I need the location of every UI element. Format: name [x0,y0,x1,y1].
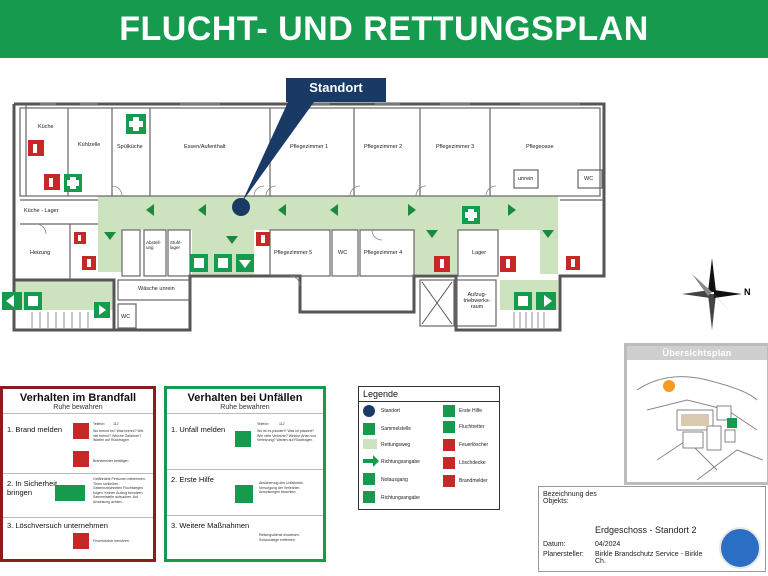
accident-behavior-panel: Verhalten bei Unfällen Ruhe bewahren 1. … [164,386,326,562]
accident-phone-label: Telefon: [257,422,270,426]
fire-panel-title: Verhalten im Brandfall [19,392,137,404]
accident-step-3: 3. Weitere Maßnahmen [171,521,250,530]
room-label-wc-mid: WC [338,250,348,256]
fire-phone-label: Telefon: [93,422,106,426]
emergency-exit-icon [55,485,85,501]
elevator [421,281,453,325]
date-value: 04/2024 [595,541,621,548]
certification-seal-icon [719,527,761,569]
route-arrows [104,204,554,244]
room-label-lager: Lager [472,250,487,256]
standort-callout [232,78,386,216]
room-label-essen: Essen/Aufenthalt [184,144,226,150]
fire-alarm-icon [73,451,89,467]
date-label: Datum: [543,541,566,548]
escape-route [14,196,558,310]
phone-icon [73,423,89,439]
room-label-kueche-lager: Küche - Lager [24,208,59,214]
inner-walls [19,104,604,329]
legend-item: Erste Hilfe [459,408,483,414]
room-label-kueche: Küche [38,124,54,130]
room-label-unrein: unrein [518,176,534,182]
stairs [31,312,545,328]
door-arcs [35,185,497,287]
accident-step-2-text: Absicherung des Unfallortes. Versorgung … [259,481,304,494]
first-aid-icon [64,174,82,192]
legend-item: Feuerlöscher [459,442,489,448]
first-aid-icon [126,114,146,134]
room-label-pflege3: Pflegezimmer 3 [436,144,475,150]
room-label-wc2: WC [121,314,131,320]
fire-step-3: 3. Löschversuch unternehmen [7,521,108,530]
legend: Legende Standort Sammelstelle Rettungswe… [358,386,500,510]
legend-item: Löschdecke [459,460,486,466]
fire-step-2-text: Gefährdete Personen mitnehmen. Türen sch… [93,477,146,504]
object-value: Erdgeschoss - Standort 2 [595,525,697,535]
room-label-spuelkueche: Spülküche [117,144,143,150]
room-label-heizung: Heizung [30,250,51,256]
fire-step-3-text: Feuerlöscher benutzen [93,539,129,543]
fire-behavior-panel: Verhalten im Brandfall Ruhe bewahren 1. … [0,386,156,562]
map-signs [2,114,580,318]
room-label-pflegeoase: Pflegeoase [526,144,554,150]
overview-map [636,376,764,481]
legend-title: Legende [359,387,499,402]
legend-item: Fluchtretter [459,424,485,430]
accident-panel-subtitle: Ruhe bewahren [167,404,323,414]
fire-panel-subtitle: Ruhe bewahren [3,404,153,414]
first-aid-icon [235,485,253,503]
room-label-abstellung: Abstell-ung [146,240,162,250]
fire-step-1-text: Wo brennt es? Was brennt? Wie viel brenn… [93,429,144,442]
fire-step-2: 2. In Sicherheit bringen [7,479,58,497]
fire-extinguisher-icon [73,533,89,549]
room-label-pflege2: Pflegezimmer 2 [364,144,403,150]
legend-item: Richtungsangabe [381,495,420,501]
room-label-kuehlzelle: Kühlzelle [78,142,101,148]
overview-title: Übersichtsplan [627,346,767,360]
accident-phone-number: 112 [279,422,285,426]
plan-title: FLUCHT- UND RETTUNGSPLAN [0,0,768,58]
fire-step-1: 1. Brand melden [7,425,63,434]
room-label-aufzug: Aufzug-triebwerks-raum [463,292,491,310]
accident-step-2: 2. Erste Hilfe [171,475,214,484]
legend-item: Notausgang [381,477,408,483]
plan-info-box: Bezeichnung des Objekts: Erdgeschoss - S… [538,486,766,572]
room-label-pflege1: Pflegezimmer 1 [290,144,329,150]
standort-label: Standort [309,80,363,95]
fire-melder-text: Brandmelder betätigen [93,459,129,463]
accident-step-3-text: Rettungsdienst einweisen. Schaulustige e… [259,533,300,542]
room-label-pflege4: Pflegezimmer 4 [364,250,403,256]
fire-extinguisher-symbol [33,144,575,268]
first-aid-icon [462,206,480,224]
legend-item: Brandmelder [459,478,488,484]
room-label-waesche: Wäsche unrein [138,286,175,292]
legend-item: Sammelstelle [381,426,412,432]
legend-item: Richtungsangabe [381,459,420,465]
legend-item: Rettungsweg [381,442,411,448]
fire-phone-number: 112 [113,422,119,426]
fire-extinguisher-icon [28,140,580,272]
compass-icon [682,258,742,330]
planner-label: Planersteller: [543,551,584,558]
emergency-exit-icon [2,254,556,318]
accident-panel-title: Verhalten bei Unfällen [187,392,303,404]
compass-north: N [744,287,751,297]
accident-step-1-text: Wo ist es passiert? Was ist passiert? Wi… [257,429,317,442]
room-label-stuhl: Stuhl-lager [170,240,182,250]
planner-value: Birkle Brandschutz Service - Birkle Ch. [595,551,703,565]
floor-plan [12,102,606,332]
legend-symbols [363,405,455,503]
room-label-pflege5: Pflegezimmer 5 [274,250,313,256]
accident-step-1: 1. Unfall melden [171,425,226,434]
overview-plan: Übersichtsplan [624,343,768,485]
room-label-wc: WC [584,176,594,182]
object-label: Bezeichnung des Objekts: [543,491,597,505]
phone-icon [235,431,251,447]
legend-item: Standort [381,408,400,414]
